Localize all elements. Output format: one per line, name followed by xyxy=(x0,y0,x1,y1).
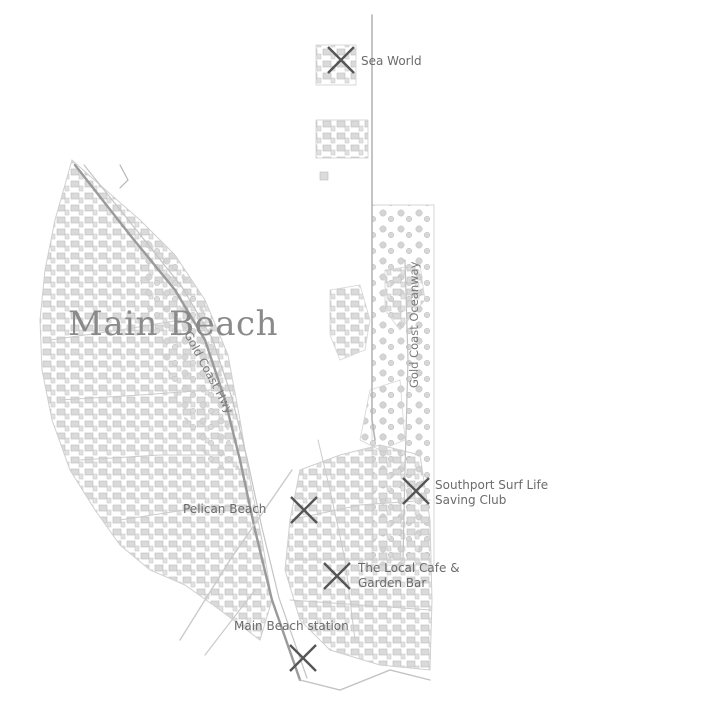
gold-coast-hwy-line xyxy=(73,163,302,682)
gold-coast-oceanway-line xyxy=(371,14,376,441)
road-label-gold-coast-oceanway: Gold Coast Oceanway xyxy=(407,261,421,388)
place-label: The Local Cafe & xyxy=(357,561,460,575)
x-marker-icon xyxy=(327,46,355,74)
place-label: Southport Surf Life xyxy=(435,478,548,492)
place-label: Main Beach station xyxy=(234,619,349,633)
place-the-local-cafe[interactable]: The Local Cafe & Garden Bar xyxy=(323,561,460,590)
x-marker-icon xyxy=(402,477,430,505)
x-marker-icon xyxy=(289,644,317,672)
place-label: Pelican Beach xyxy=(183,502,266,516)
place-label: Saving Club xyxy=(435,493,506,507)
area-label-main-beach: Main Beach xyxy=(68,304,278,344)
place-label: Garden Bar xyxy=(358,576,426,590)
place-sea-world[interactable]: Sea World xyxy=(327,46,422,74)
x-marker-icon xyxy=(290,496,318,524)
roads xyxy=(49,14,431,691)
place-label: Sea World xyxy=(361,54,422,68)
suburb-west xyxy=(39,159,273,641)
place-southport-surf-life-saving-club[interactable]: Southport Surf Life Saving Club xyxy=(402,477,548,507)
place-main-beach-station[interactable]: Main Beach station xyxy=(234,619,349,672)
x-marker-icon xyxy=(323,562,351,590)
place-pelican-beach[interactable]: Pelican Beach xyxy=(183,496,318,524)
